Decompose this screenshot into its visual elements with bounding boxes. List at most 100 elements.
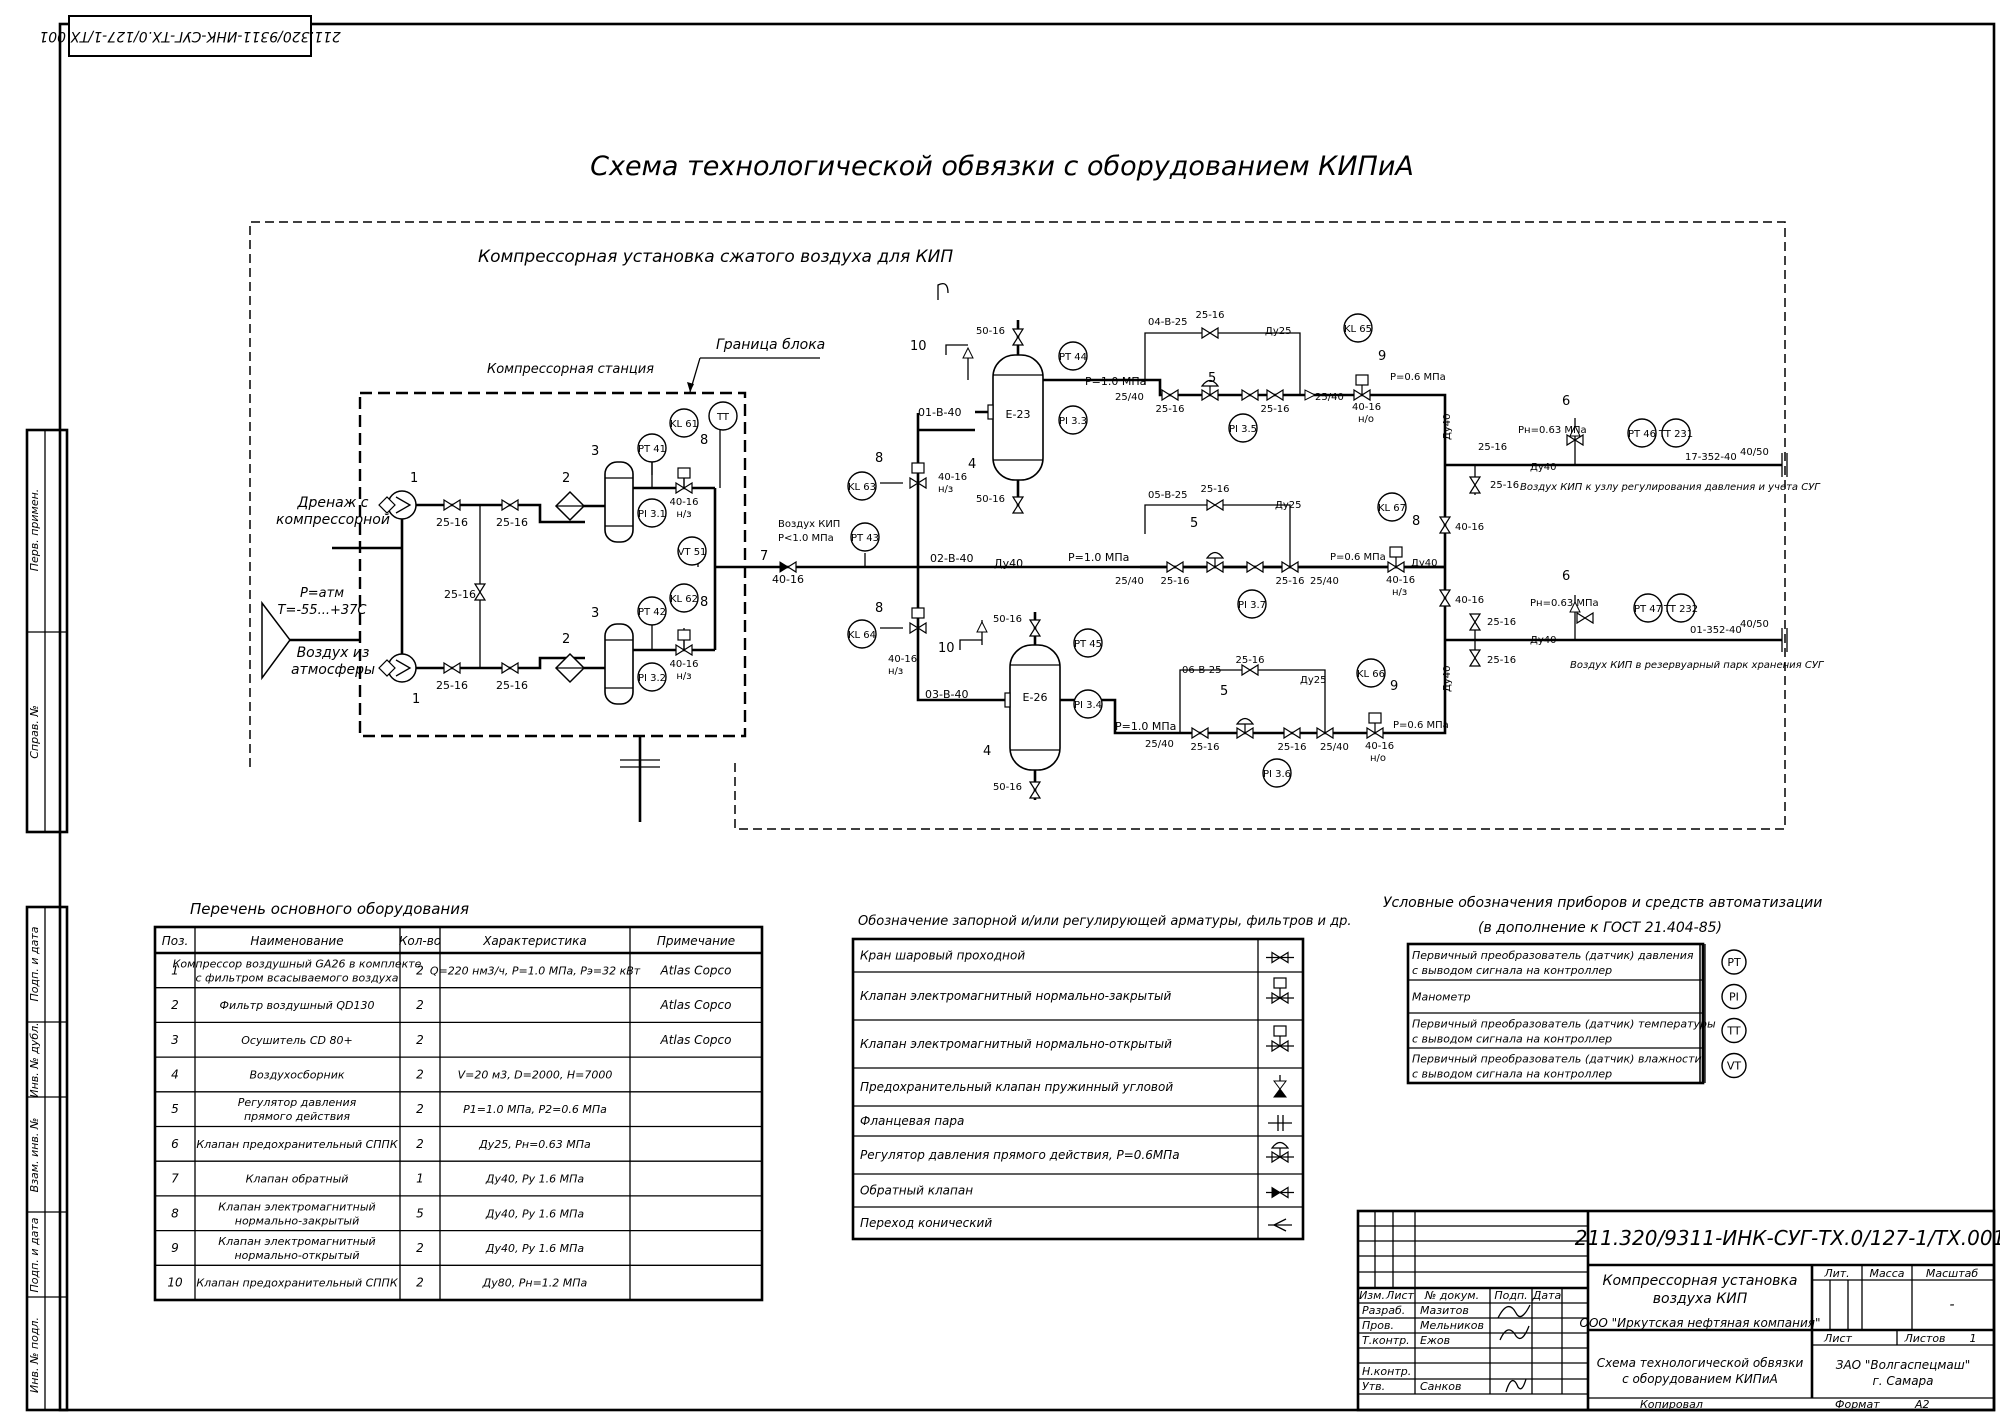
v4016-c: 40-16: [772, 573, 804, 586]
tb-org-1: ЗАО "Волгаспецмаш": [1836, 1358, 1970, 1372]
nz-c: н/з: [938, 484, 953, 495]
valve-legend-label: Фланцевая пара: [860, 1114, 964, 1128]
dryer-2: 3: [591, 606, 634, 705]
eq-row-char: Ду25, Рн=0.63 МПа: [478, 1138, 591, 1151]
instr-legend-title: Условные обозначения приборов и средств …: [1383, 895, 1822, 911]
du40-vert-1: Ду40: [1442, 414, 1453, 440]
v4016-i: 40-16: [1455, 522, 1484, 533]
nz-a: н/з: [676, 509, 691, 520]
station-boundary: [358, 391, 747, 738]
instr-legend-label-2: с выводом сигнала на контроллер: [1412, 964, 1612, 977]
nz-b: н/з: [676, 671, 691, 682]
valve-legend-symbol: [1268, 1115, 1292, 1131]
v5016-d: 50-16: [993, 782, 1022, 793]
tb-mass: Масса: [1869, 1267, 1904, 1280]
stamp-podp-1: Подп. и дата: [28, 926, 41, 1001]
valve-legend-label: Кран шаровый проходной: [860, 949, 1025, 963]
filter-1: 2: [554, 471, 586, 522]
valve-legend-symbol: [1266, 1186, 1294, 1199]
svg-text:10: 10: [938, 641, 955, 656]
rotated-stamp: 211.320/9311-ИНК-СУГ-ТХ.0/127-1/ТХ.001: [39, 28, 340, 44]
eq-row-char: Ду40, Ру 1.6 МПа: [485, 1173, 584, 1186]
safety-valve-10a: 10: [910, 282, 974, 380]
bubble-pi35: PI 3.5: [1228, 413, 1258, 443]
block-label: Компрессорная установка сжатого воздуха …: [478, 247, 953, 267]
safety-valve-10b: 10: [938, 620, 988, 656]
bubble-pi31: PI 3.1: [637, 498, 667, 528]
v2516-e: 25-16: [496, 679, 528, 692]
eq-row-qty: 2: [416, 1102, 424, 1116]
tb-sheet: Лист: [1823, 1332, 1852, 1345]
eq-row-name: Клапан предохранительный СППК: [196, 1277, 398, 1290]
kl67-label: KL 67: [1378, 503, 1406, 514]
v4016-h: 40-16: [1365, 741, 1394, 752]
tb-name-3: Ежов: [1420, 1334, 1450, 1347]
eq-row-name: Фильтр воздушный QD130: [220, 999, 375, 1012]
eq-row-qty: 2: [416, 1137, 424, 1151]
tb-object-1: Компрессорная установка: [1603, 1273, 1798, 1289]
pt41-label: PT 41: [638, 444, 666, 455]
v2540-f: 25/40: [1320, 742, 1349, 753]
eq-row-qty: 2: [416, 1276, 424, 1290]
svg-text:8: 8: [1412, 514, 1420, 529]
outlet-1-label: Воздух КИП к узлу регулирования давления…: [1520, 482, 1821, 493]
v2516-p: 25-16: [1478, 442, 1507, 453]
p10-top: Р=1.0 МПа: [1085, 375, 1146, 388]
instr-legend-label-2: с выводом сигнала на контроллер: [1412, 1033, 1612, 1046]
eq-row-pos: 9: [171, 1241, 179, 1255]
tb-role-nkontr: Н.контр.: [1362, 1365, 1411, 1378]
eq-row-qty: 5: [416, 1206, 424, 1220]
receiver-1: Е-23 4 50-16 50-16: [968, 320, 1044, 514]
p06-mid: Р=0.6 МПа: [1330, 552, 1386, 563]
line01: 01-В-40: [918, 406, 961, 419]
valve-legend-label: Клапан электромагнитный нормально-закрыт…: [860, 989, 1172, 1003]
eq-row-char: Ду40, Ру 1.6 МПа: [485, 1242, 584, 1255]
bubble-kl61: KL 61: [669, 408, 699, 438]
eq-row-note: Atlas Copco: [660, 963, 732, 977]
bubble-pt43: PT 43: [850, 522, 880, 552]
tb-role-razrab: Разраб.: [1362, 1304, 1405, 1317]
svg-text:5: 5: [1208, 371, 1216, 386]
instr-legend-bubble: [1721, 949, 1747, 975]
eq-row-name-2: с фильтром всасываемого воздуха: [196, 971, 399, 984]
equipment-table-title: Перечень основного оборудования: [190, 900, 469, 918]
tb-name-2: Мельников: [1420, 1319, 1484, 1332]
tt231-label: TT 231: [1658, 429, 1693, 440]
v2540-a: 25/40: [1115, 392, 1144, 403]
bubble-kl64: KL 64: [847, 619, 877, 649]
line02: 02-В-40: [930, 552, 973, 565]
svg-text:8: 8: [875, 451, 883, 466]
kl66-label: KL 66: [1357, 669, 1385, 680]
pi37-label: PI 3.7: [1238, 600, 1266, 611]
tb-head-podp: Подп.: [1494, 1289, 1527, 1302]
eq-row-qty: 2: [416, 998, 424, 1012]
bubble-tt231: TT 231: [1658, 418, 1693, 448]
tt-label: TT: [716, 412, 730, 423]
bubble-tt: TT: [708, 401, 738, 431]
svg-text:2: 2: [562, 632, 570, 647]
tt232-label: TT 232: [1663, 604, 1698, 615]
kl62-label: KL 62: [670, 594, 698, 605]
valve-legend-symbol: [1266, 1025, 1294, 1052]
stamp-perv-primen: Перв. примен.: [28, 489, 41, 572]
pi31-label: PI 3.1: [638, 509, 666, 520]
eq-row-char: Р1=1.0 МПа, Р2=0.6 МПа: [463, 1103, 607, 1116]
svg-text:3: 3: [591, 606, 599, 621]
bubble-pi32: PI 3.2: [637, 662, 667, 692]
no-b: н/о: [1370, 753, 1386, 764]
v2516-g: 25-16: [1200, 484, 1229, 495]
pi34-label: PI 3.4: [1074, 700, 1102, 711]
eq-row-qty: 2: [416, 1033, 424, 1047]
valve-legend-symbol: [1273, 1075, 1287, 1098]
svg-text:1: 1: [412, 692, 420, 707]
tb-name-1: Мазитов: [1420, 1304, 1469, 1317]
bubble-kl66: KL 66: [1356, 658, 1386, 688]
eq-row-name: Осушитель CD 80+: [241, 1034, 352, 1047]
eq-row-name-2: нормально-открытый: [234, 1249, 359, 1262]
valve-legend: Обозначение запорной и/или регулирующей …: [851, 914, 1351, 1241]
du40-r: Ду40: [1411, 558, 1437, 569]
instr-legend-bubble: [1721, 983, 1747, 1010]
du25-b: Ду25: [1275, 500, 1301, 511]
eq-row-name: Клапан обратный: [246, 1173, 349, 1186]
v4016-b: 40-16: [669, 659, 698, 670]
